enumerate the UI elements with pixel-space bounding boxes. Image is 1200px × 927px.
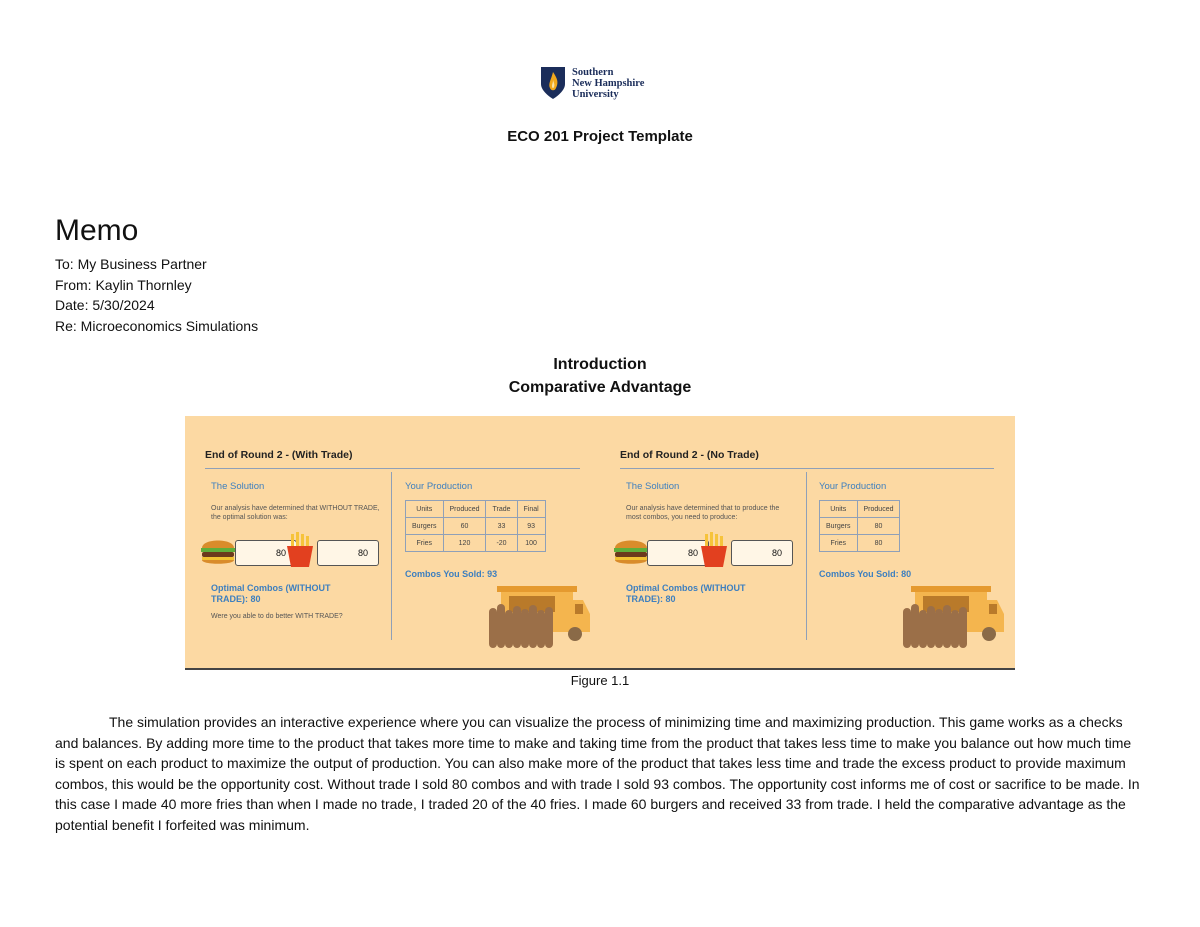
fries-icon: [701, 532, 727, 567]
food-truck-icon: [903, 586, 1004, 648]
right-fries-qty: 80: [731, 540, 793, 566]
right-solution-title: The Solution: [626, 481, 680, 492]
left-production-title: Your Production: [405, 481, 473, 492]
table-header-cell: Trade: [485, 500, 518, 518]
logo-line-2: New Hampshire: [572, 77, 645, 89]
left-solution-text: Our analysis have determined that WITHOU…: [211, 505, 380, 521]
memo-heading: Memo: [55, 214, 139, 247]
memo-date: Date: 5/30/2024: [55, 297, 155, 313]
right-burgers-qty: 80: [647, 540, 709, 566]
left-divider: [205, 468, 580, 469]
table-header-cell: Units: [819, 500, 858, 518]
right-combos-sold: Combos You Sold: 80: [819, 569, 912, 579]
table-cell: 80: [856, 517, 901, 535]
section-introduction: Introduction: [553, 356, 647, 373]
fries-icon: [287, 532, 313, 567]
memo-re: Re: Microeconomics Simulations: [55, 317, 259, 334]
table-header-cell: Units: [405, 500, 444, 518]
document-title: ECO 201 Project Template: [507, 128, 693, 145]
logo-line-1: Southern: [572, 66, 614, 78]
section-headings: Introduction Comparative Advantage: [0, 353, 1200, 399]
figure-caption: Figure 1.1: [570, 673, 630, 688]
logo-line-3: University: [572, 88, 619, 100]
table-header-cell: Produced: [442, 500, 487, 518]
table-header-cell: Final: [516, 500, 546, 518]
table-cell: 33: [485, 517, 518, 535]
university-logo: Southern New Hampshire University: [540, 66, 644, 100]
memo-header: To: My Business Partner From: Kaylin Tho…: [55, 254, 258, 336]
memo-from: From: Kaylin Thornley: [55, 276, 192, 293]
burger-icon: [614, 540, 648, 564]
left-solution-title: The Solution: [211, 481, 265, 492]
table-header-row: Units Produced: [819, 500, 901, 518]
table-header-cell: Produced: [856, 500, 901, 518]
right-production-table: Units Produced Burgers 80 Fries 80: [819, 500, 901, 552]
left-burgers-qty: 80: [235, 540, 297, 566]
left-fries-qty: 80: [317, 540, 379, 566]
table-cell: -20: [485, 534, 518, 552]
burger-icon: [201, 540, 235, 564]
table-row: Fries 120 -20 100: [405, 534, 546, 552]
right-solution-text: Our analysis have determined that to pro…: [626, 505, 780, 521]
table-cell: 60: [442, 517, 487, 535]
left-optimal-combos: Optimal Combos (WITHOUT TRADE): 80: [211, 583, 331, 604]
memo-to: To: My Business Partner: [55, 256, 207, 272]
right-optimal-combos: Optimal Combos (WITHOUT TRADE): 80: [626, 583, 746, 604]
table-row: Burgers 80: [819, 517, 901, 535]
left-question: Were you able to do better WITH TRADE?: [211, 613, 343, 620]
table-cell: 80: [856, 534, 901, 552]
table-row: Fries 80: [819, 534, 901, 552]
table-cell: 120: [442, 534, 487, 552]
table-cell: Burgers: [819, 517, 858, 535]
table-cell: Fries: [819, 534, 858, 552]
food-truck-icon: [489, 586, 590, 648]
right-panel-title: End of Round 2 - (No Trade): [620, 449, 759, 461]
right-divider: [620, 468, 994, 469]
table-cell: Burgers: [405, 517, 444, 535]
table-header-row: Units Produced Trade Final: [405, 500, 546, 518]
left-production-table: Units Produced Trade Final Burgers 60 33…: [405, 500, 546, 552]
section-comparative-advantage: Comparative Advantage: [508, 379, 692, 396]
shield-flame-icon: [541, 67, 565, 99]
left-panel-title: End of Round 2 - (With Trade): [205, 449, 353, 461]
right-production-title: Your Production: [819, 481, 887, 492]
table-cell: 100: [516, 534, 546, 552]
right-column-divider: [806, 472, 807, 640]
left-column-divider: [391, 472, 392, 640]
table-cell: 93: [516, 517, 546, 535]
simulation-figure: End of Round 2 - (With Trade) The Soluti…: [185, 416, 1015, 670]
body-paragraph: The simulation provides an interactive e…: [55, 714, 1140, 833]
table-cell: Fries: [405, 534, 444, 552]
table-row: Burgers 60 33 93: [405, 517, 546, 535]
left-combos-sold: Combos You Sold: 93: [405, 569, 498, 579]
